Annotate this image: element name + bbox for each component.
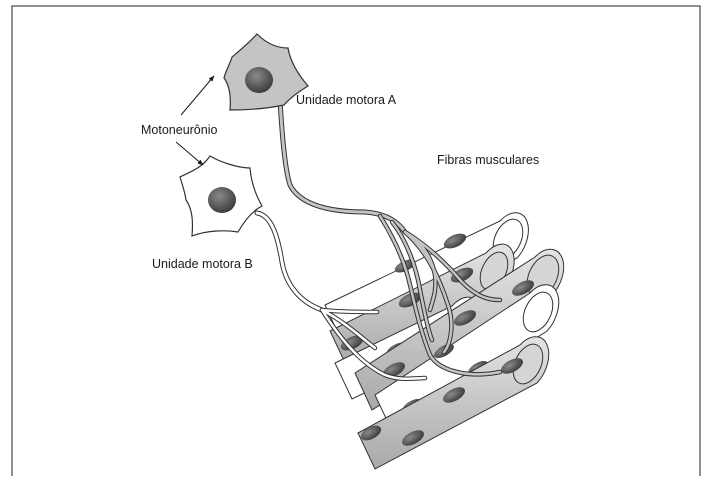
axon-b	[257, 213, 322, 310]
arrow-to-neuron-b	[176, 142, 203, 165]
neuron-b-nucleus	[208, 187, 236, 213]
label-motor-unit-a: Unidade motora A	[296, 93, 397, 107]
label-motor-unit-b: Unidade motora B	[152, 257, 253, 271]
neuron-a-nucleus	[245, 67, 273, 93]
arrow-to-neuron-a	[181, 76, 214, 115]
axon-a	[280, 100, 405, 232]
figure-frame	[12, 6, 700, 476]
neuron-b	[180, 156, 262, 236]
label-motoneuron: Motoneurônio	[141, 123, 217, 137]
label-muscle-fibers: Fibras musculares	[437, 153, 539, 167]
